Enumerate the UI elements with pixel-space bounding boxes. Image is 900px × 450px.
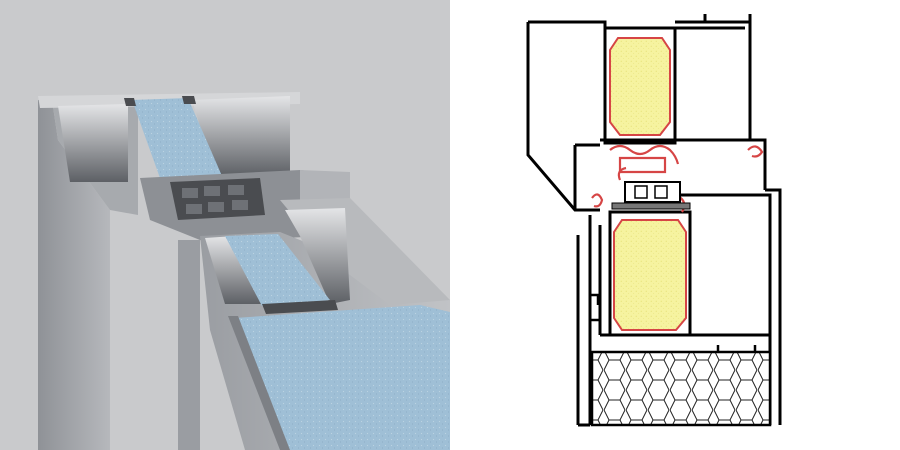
lower-panel-skin	[608, 210, 692, 337]
upper-left-cavity	[58, 104, 128, 182]
drawing-panel	[450, 0, 900, 450]
drawing-svg	[526, 14, 782, 427]
sash-details	[590, 293, 757, 352]
lower-glass-infill	[225, 234, 330, 306]
panel-infill-edge	[228, 316, 290, 450]
upper-glass-infill	[132, 98, 222, 178]
upper-glazing-bead-left	[124, 98, 136, 106]
panel-infill-face	[235, 305, 450, 450]
thermal-break-cell-3	[228, 185, 244, 195]
render-svg	[38, 92, 450, 450]
thermal-break-cell-2	[204, 186, 220, 196]
lower-left-cavity	[205, 236, 262, 304]
thermal-break-cell-1	[182, 188, 198, 198]
transom-right-step	[300, 170, 350, 206]
thermal-break-cell-4	[186, 204, 202, 214]
lower-glazing-bead	[262, 300, 338, 314]
lower-panel-core	[613, 219, 687, 331]
honeycomb-infill	[590, 350, 772, 427]
thermal-break	[611, 181, 691, 210]
thermal-break-block	[170, 178, 265, 220]
upper-glazing-bead-right	[182, 96, 196, 104]
render-panel	[0, 0, 450, 450]
upper-panel	[603, 26, 677, 145]
lower-right-cavity	[285, 208, 350, 304]
upper-right-cavity	[192, 96, 290, 176]
upper-panel-core	[609, 37, 671, 136]
sash-frame-face	[178, 240, 200, 450]
upper-panel-skin	[603, 26, 677, 145]
thermal-break-cell-5	[208, 202, 224, 212]
lower-panel	[608, 210, 692, 337]
thermal-break-cell-6	[232, 200, 248, 210]
outer-frame-face	[38, 100, 110, 450]
